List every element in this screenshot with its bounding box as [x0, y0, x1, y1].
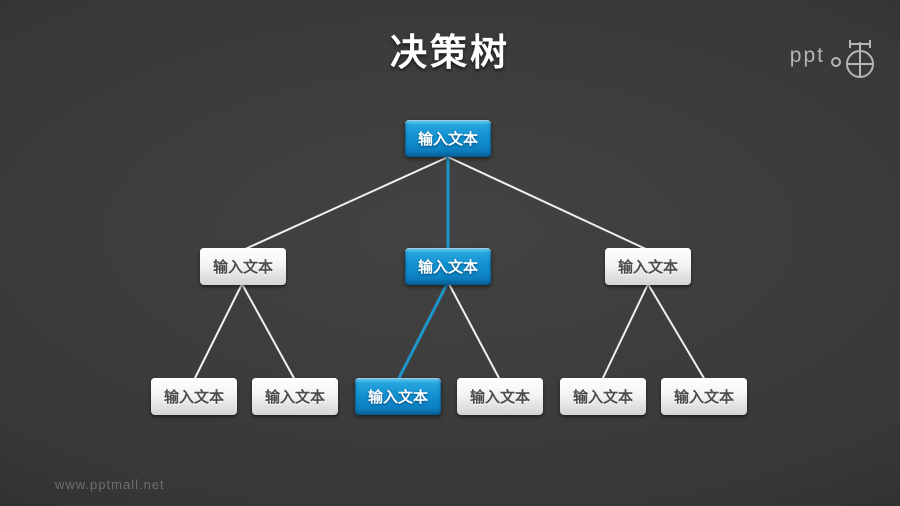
tree-node-root: 输入文本 [405, 120, 491, 157]
brand-logo-text: PPT [789, 43, 825, 67]
edge-middle-child1 [396, 283, 449, 381]
tree-node-l3-2: 输入文本 [252, 378, 338, 415]
watermark-url: www.pptmall.net [55, 477, 165, 492]
page-title: 决策树 [390, 32, 510, 73]
edge-middle-child2 [448, 283, 501, 381]
tree-node-l2-middle: 输入文本 [405, 248, 491, 285]
cat-head-crosshair-icon [830, 36, 878, 82]
tree-node-l2-left: 输入文本 [200, 248, 286, 285]
tree-node-l3-1: 输入文本 [151, 378, 237, 415]
edge-right-child1 [601, 283, 649, 381]
tree-node-l3-4: 输入文本 [457, 378, 543, 415]
tree-node-l3-3: 输入文本 [355, 378, 441, 415]
tree-node-l2-right: 输入文本 [605, 248, 691, 285]
edge-right-child2 [647, 283, 706, 381]
edge-left-child1 [193, 283, 243, 381]
edge-left-child2 [241, 283, 296, 381]
brand-logo: PPT [790, 36, 878, 82]
tree-node-l3-6: 输入文本 [661, 378, 747, 415]
edge-root-right [447, 156, 649, 251]
edge-root-left [242, 156, 449, 251]
tree-node-l3-5: 输入文本 [560, 378, 646, 415]
